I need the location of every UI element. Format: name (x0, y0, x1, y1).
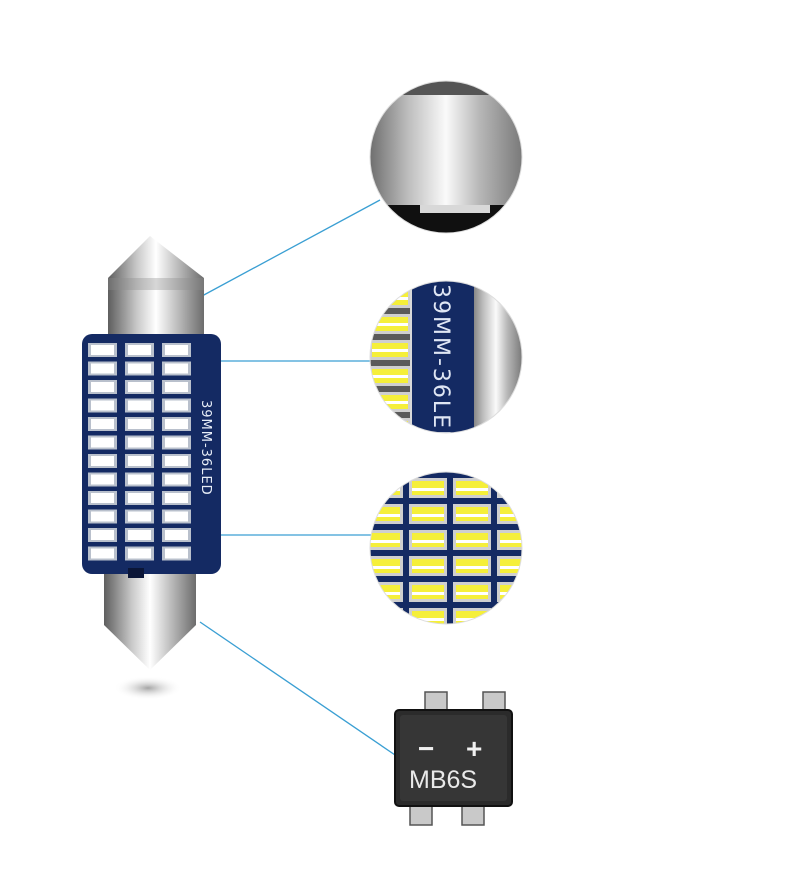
leader-line-rectifier (199, 621, 399, 758)
zoom-circle-leds (369, 471, 523, 625)
zoom-smd-led (370, 608, 403, 624)
top-end-cap (108, 236, 204, 345)
pcb-component (128, 568, 144, 578)
chip-plus-mark: + (466, 733, 482, 764)
led-grid (88, 343, 191, 561)
bottom-end-cap (104, 572, 196, 670)
leader-line-tip (201, 199, 381, 297)
bulb-shadow (114, 676, 182, 700)
pcb-label: 39MM-36LED (198, 400, 213, 496)
zoom-smd-led (497, 608, 522, 624)
zoom-circle-pcb-label: 39MM-36LED (369, 280, 523, 449)
zoom-circle-tip (369, 80, 523, 234)
rectifier-chip: − + MB6S (394, 691, 513, 826)
zoom-smd-led (497, 478, 522, 498)
zoom-pcb-label: 39MM-36LED (428, 284, 453, 449)
zoom-smd-led (370, 418, 410, 433)
festoon-bulb: 39MM-36LED (82, 236, 221, 700)
chip-minus-mark: − (418, 733, 434, 764)
chip-part-number: MB6S (409, 766, 477, 794)
